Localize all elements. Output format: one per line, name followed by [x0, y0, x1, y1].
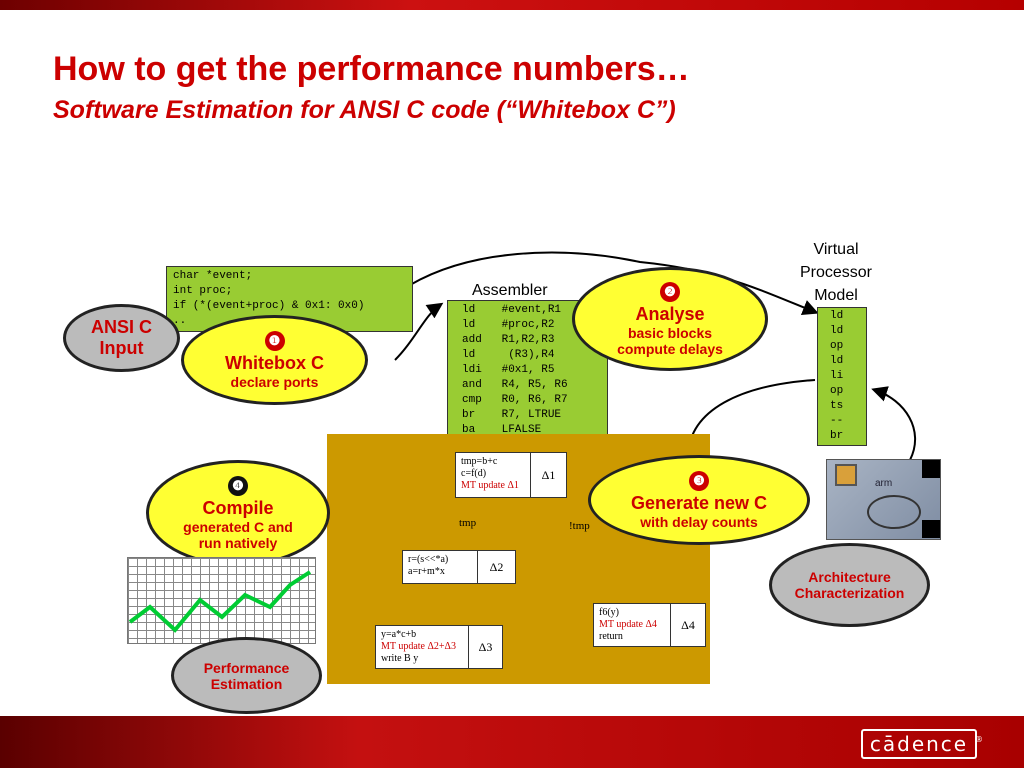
compile-bubble: ❹ Compile generated C and run natively [146, 460, 330, 566]
cfg-node-3: y=a*c+b MT update Δ2+Δ3 write B y Δ3 [375, 625, 503, 669]
node1-delta: Δ1 [541, 468, 556, 482]
step-1-badge: ❶ [264, 330, 285, 351]
node2-line1: r=(s<<*a) [408, 554, 449, 565]
step-3-badge: ❸ [689, 470, 709, 491]
analyse-title: Analyse [635, 303, 705, 324]
node2-line2: a=r+m*x [408, 566, 445, 577]
generate-sub: with delay counts [640, 513, 758, 530]
ansi-c-code: char *event; int proc; if (*(event+proc)… [173, 270, 365, 327]
vpm-label-line3: Model [814, 287, 858, 304]
node1-line3: MT update Δ1 [461, 480, 519, 491]
node3-line2: MT update Δ2+Δ3 [381, 641, 456, 652]
ansi-c-input-bubble: ANSI C Input [63, 304, 180, 372]
arch-line1: Architecture [808, 569, 891, 585]
logo-text: cādence [869, 732, 969, 756]
architecture-image: arm [826, 459, 941, 540]
node4-line2: MT update Δ4 [599, 619, 657, 630]
performance-graph [127, 557, 316, 644]
analyse-bubble: ❷ Analyse basic blocks compute delays [572, 267, 768, 371]
node4-line1: f6(y) [599, 607, 619, 618]
whitebox-c-bubble: ❶ Whitebox C declare ports [181, 315, 368, 405]
architecture-characterization-bubble: Architecture Characterization [769, 543, 930, 627]
analyse-line1: basic blocks [627, 324, 713, 341]
ansi-c-input-line2: Input [99, 338, 144, 358]
arch-line2: Characterization [794, 585, 905, 601]
cfg-node-4: f6(y) MT update Δ4 return Δ4 [593, 603, 706, 647]
compile-line1: generated C and [183, 518, 293, 535]
vpm-code-box: ld ld op ld li op ts -- br [817, 307, 867, 446]
generate-c-bubble: ❸ Generate new C with delay counts [588, 455, 810, 545]
node1-line2: c=f(d) [461, 468, 487, 479]
compile-line2: run natively [198, 534, 278, 551]
generate-title: Generate new C [630, 492, 768, 513]
whitebox-sub: declare ports [230, 373, 319, 390]
step-2-badge: ❷ [660, 281, 680, 302]
vpm-label: Virtual Processor Model [784, 238, 888, 307]
cfg-node-1: tmp=b+c c=f(d) MT update Δ1 Δ1 [455, 452, 567, 498]
vpm-code: ld ld op ld li op ts -- br [830, 310, 844, 442]
arch-image-label: arm [875, 478, 893, 489]
vpm-label-line1: Virtual [813, 241, 859, 258]
edge-label-tmp: tmp [459, 517, 477, 529]
ansi-c-input-line1: ANSI C [90, 317, 152, 337]
performance-estimation-bubble: Performance Estimation [171, 637, 322, 714]
footer-bar [0, 716, 1024, 768]
node3-delta: Δ3 [478, 640, 493, 654]
compile-title: Compile [202, 497, 274, 518]
cfg-node-2: r=(s<<*a) a=r+m*x Δ2 [402, 550, 516, 584]
node3-line1: y=a*c+b [381, 629, 417, 640]
vpm-label-line2: Processor [799, 264, 873, 281]
step-4-badge: ❹ [228, 475, 248, 496]
node4-line3: return [599, 631, 623, 642]
whitebox-title: Whitebox C [225, 352, 324, 373]
top-bar [0, 0, 1024, 10]
perf-line2: Estimation [210, 675, 283, 692]
node3-line3: write B y [381, 653, 419, 664]
node2-delta: Δ2 [489, 560, 504, 574]
ansi-c-code-box: char *event; int proc; if (*(event+proc)… [166, 266, 413, 332]
edge-label-not-tmp: !tmp [569, 520, 590, 532]
page-subtitle: Software Estimation for ANSI C code (“Wh… [53, 96, 676, 124]
node4-delta: Δ4 [681, 618, 695, 632]
node1-line1: tmp=b+c [461, 456, 498, 467]
cadence-logo: cādence® [861, 729, 983, 759]
perf-line1: Performance [203, 659, 290, 676]
assembler-code: ld #event,R1 ld #proc,R2 add R1,R2,R3 ld… [462, 304, 568, 436]
analyse-line2: compute delays [617, 340, 723, 357]
page-title: How to get the performance numbers… [53, 50, 690, 88]
assembler-label: Assembler [472, 282, 548, 299]
